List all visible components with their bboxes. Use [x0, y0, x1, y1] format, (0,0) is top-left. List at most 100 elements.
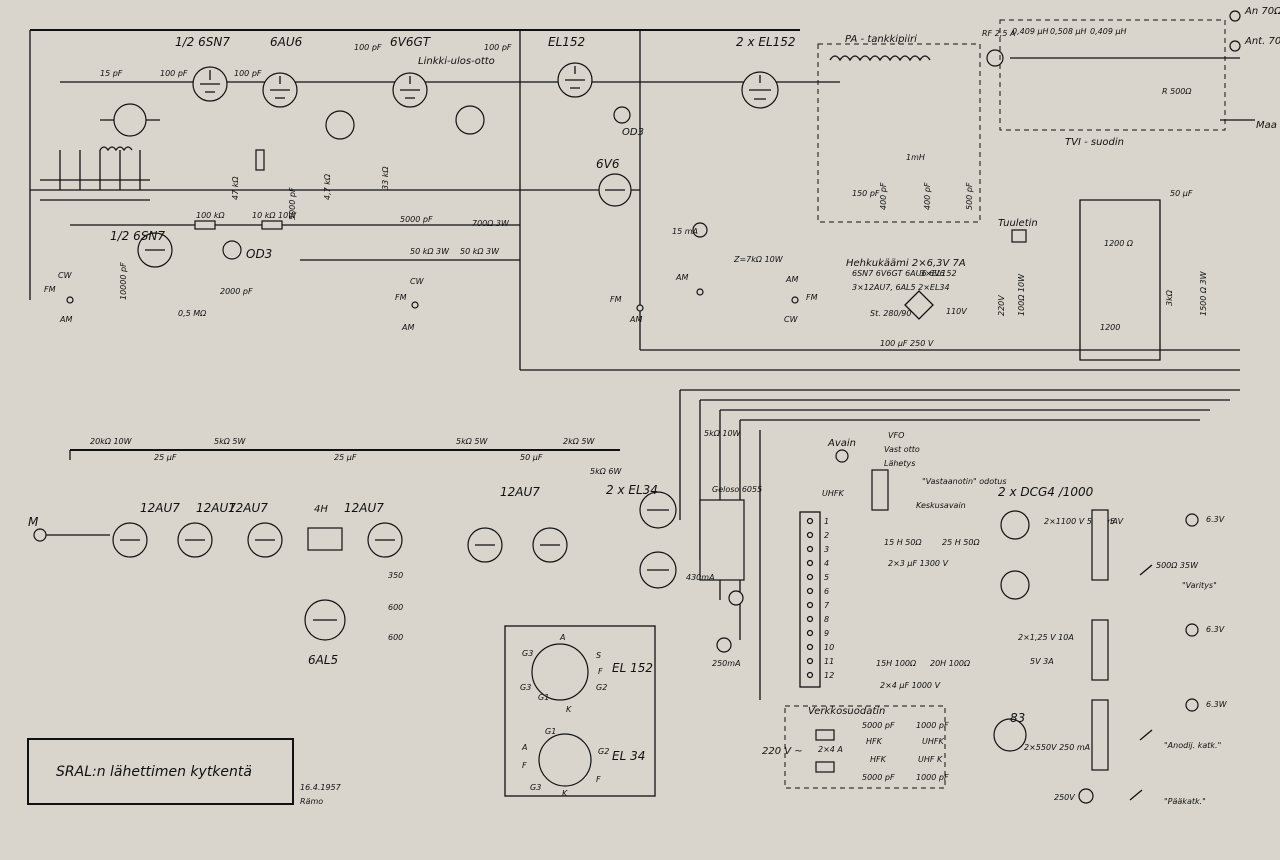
choke-20h: 20H 100Ω	[930, 659, 971, 668]
terminal-screw[interactable]	[806, 559, 814, 567]
tube-6sn7-vfo-buffer	[137, 232, 173, 268]
terminal-screw[interactable]	[806, 573, 814, 581]
terminal-screw[interactable]	[806, 531, 814, 539]
terminal-number: 8	[824, 615, 829, 624]
res-1200-b: 1200	[1100, 323, 1120, 332]
cap-400pf-a: 400 pF	[879, 182, 888, 210]
terminal-screw[interactable]	[806, 657, 814, 665]
ground-label: Maa	[1256, 120, 1277, 131]
terminal-number: 3	[824, 545, 829, 554]
uhfk-label: UHFK	[822, 489, 844, 498]
mode-switch-3[interactable]	[636, 304, 644, 312]
tube-label-12au7-3: 12AU7	[228, 501, 268, 515]
mode-switch-1[interactable]	[66, 296, 74, 304]
cap-1000-filter-b: 1000 pF	[916, 773, 949, 782]
meter-15ma	[692, 222, 708, 238]
rf-ammeter-label: RF 2,5 A	[982, 29, 1015, 38]
ant-terminal-1[interactable]	[1229, 10, 1241, 22]
el34-pin-g1: G1	[545, 727, 556, 736]
tube-label-2xel152: 2 x EL152	[736, 35, 796, 49]
el152-socket-label: EL 152	[612, 661, 653, 675]
res-5k10w: 5kΩ 10W	[704, 429, 742, 438]
terminal-screw[interactable]	[806, 643, 814, 651]
mode-switch-2[interactable]	[411, 301, 419, 309]
mode-switch-4[interactable]	[696, 288, 704, 296]
terminal-number: 12	[824, 671, 834, 680]
hv1-label: 2×1100 V 500 mA	[1044, 517, 1118, 526]
terminal-screw[interactable]	[806, 587, 814, 595]
caption-box	[27, 738, 294, 805]
switch-fm-5: FM	[806, 293, 818, 302]
tube-label-6sn7-b: 1/2 6SN7	[110, 229, 165, 243]
tube-dcg4-b	[1000, 570, 1030, 600]
terminal-screw[interactable]	[806, 601, 814, 609]
tube-label-83: 83	[1010, 711, 1025, 725]
terminal-screw[interactable]	[806, 545, 814, 553]
cap-50uf-top: 50 µF	[1170, 189, 1193, 198]
terminal-number: 11	[824, 657, 834, 666]
v250-label: 250V	[1054, 793, 1075, 802]
cap-10000pf: 10000 pF	[119, 262, 128, 300]
key-jack[interactable]	[835, 449, 849, 463]
link-output-label: Linkki-ulos-otto	[418, 56, 495, 67]
tvi-coil-1: 0,409 µH	[1012, 27, 1049, 36]
choke-15h-b: 15H 100Ω	[876, 659, 917, 668]
mode-switch-5[interactable]	[791, 296, 799, 304]
terminal-number: 4	[824, 559, 829, 568]
fuse-2	[815, 761, 835, 773]
harness-bundle	[520, 349, 1240, 421]
switch-cw-2: CW	[410, 277, 425, 286]
z7k-label: Z=7kΩ 10W	[733, 255, 784, 264]
cap-25uf-b: 25 µF	[334, 453, 357, 462]
cap-2x4uf: 2×4 µF 1000 V	[880, 681, 941, 690]
socket-box	[504, 625, 656, 797]
terminal-number: 2	[824, 531, 829, 540]
el34-socket-label: EL 34	[612, 749, 645, 763]
switch-cw-5: CW	[784, 315, 799, 324]
res-220v: 220V	[997, 295, 1006, 316]
cap-100pf-1: 100 pF	[160, 69, 188, 78]
el152-pin-k: K	[566, 705, 572, 714]
mains-label: 220 V ~	[762, 746, 803, 757]
paakatk-label: "Pääkatk."	[1164, 797, 1206, 806]
terminal-screw[interactable]	[806, 615, 814, 623]
relay-contacts[interactable]	[871, 469, 889, 511]
tube-6au6	[262, 72, 298, 108]
mic-jack[interactable]	[33, 528, 47, 542]
terminal-screw[interactable]	[806, 517, 814, 525]
el34-pin-f2: F	[596, 775, 601, 784]
el34-pin-g2: G2	[598, 747, 609, 756]
switch-contacts[interactable]	[1129, 564, 1153, 801]
lahetys-label: Lähetys	[884, 459, 915, 468]
res-500w: 500Ω 35W	[1156, 561, 1199, 570]
switch-am-4: AM	[675, 273, 688, 282]
cap-5000-b: 5000 pF	[400, 215, 433, 224]
terminal-screw[interactable]	[806, 671, 814, 679]
lamp-1	[1185, 513, 1199, 527]
modulation-transformer	[699, 499, 745, 581]
res-1500: 1500 Ω 3W	[1199, 270, 1208, 316]
res-50k-b: 50 kΩ 3W	[460, 247, 500, 256]
fan-label: Tuuletin	[998, 218, 1038, 229]
cap-400pf-b: 400 pF	[923, 182, 932, 210]
heater-transformer	[1091, 619, 1109, 681]
tube-label-6au6: 6AU6	[270, 35, 303, 49]
cap-50uf-audio: 50 µF	[520, 453, 543, 462]
hv3-label: 2×550V 250 mA	[1024, 743, 1090, 752]
tube-label-12au7-4: 12AU7	[344, 501, 384, 515]
cap-100pf-4: 100 pF	[484, 43, 512, 52]
choke-1mh: 1mH	[906, 153, 925, 162]
choke-25h: 25 H 50Ω	[942, 538, 980, 547]
ant-terminal-2[interactable]	[1229, 40, 1241, 52]
res-600-b: 600	[388, 633, 403, 642]
v5a-label: 5V 3A	[1030, 657, 1054, 666]
geloso-label: Geloso 6055	[712, 485, 762, 494]
tube-label-6al5: 6AL5	[308, 653, 338, 667]
el34-pin-a: A	[521, 743, 527, 752]
res-1200-a: 1200 Ω	[1104, 239, 1134, 248]
hfk-b: HFK	[870, 755, 887, 764]
terminal-screw[interactable]	[806, 629, 814, 637]
el34-pin-k: K	[562, 789, 568, 798]
